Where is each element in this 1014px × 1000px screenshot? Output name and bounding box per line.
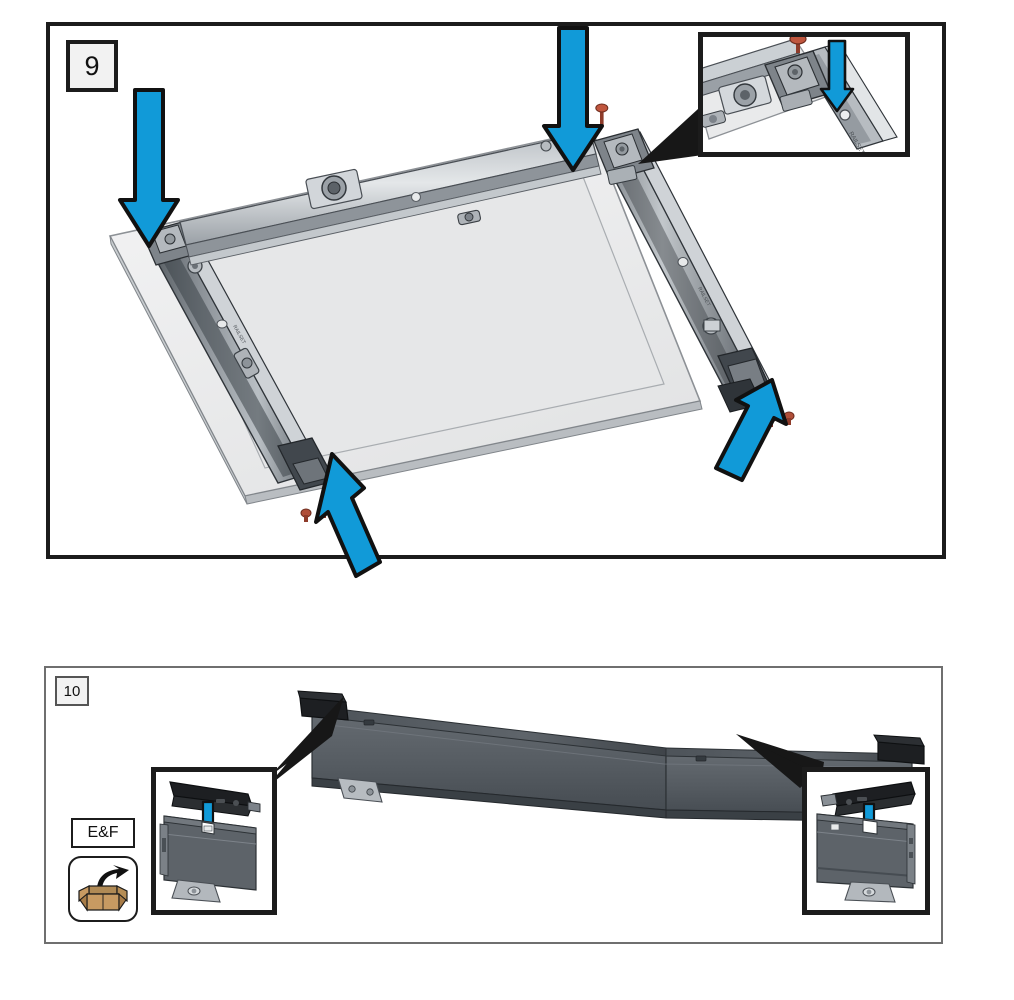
step-number-badge-9: 9: [66, 40, 118, 92]
callout-cone-left: [264, 692, 350, 790]
rail-hub: [305, 168, 363, 210]
detail-inset-corner-bracket: RAILSET: [698, 32, 910, 157]
cross-beam: [311, 705, 913, 823]
parts-bin-marker: E&F: [68, 818, 154, 922]
rail-clip: [457, 209, 481, 226]
step-panel-9: RAILSET: [46, 22, 946, 578]
inset-right-beam-end: [816, 813, 916, 889]
arrow-down-left: [118, 88, 180, 250]
endcap-right: [873, 734, 925, 765]
open-box-icon: [68, 856, 138, 922]
callout-cone-step-9: [634, 92, 724, 182]
right-slide-rail: RAILSET: [593, 128, 777, 413]
detail-inset-left-endcap: [151, 767, 277, 915]
detail-inset-right-endcap: [802, 767, 930, 915]
inset-left-foot: [171, 879, 221, 903]
step-number-badge-10: 10: [55, 676, 89, 706]
inset-left-beam-end: [159, 815, 257, 891]
rear-cross-rail: [179, 131, 602, 266]
arrow-down-right: [542, 26, 604, 174]
parts-bin-label: E&F: [71, 818, 135, 848]
step-9-illustration: RAILSET: [50, 26, 942, 555]
inset-right-foot: [844, 881, 896, 903]
screw-top-right: [595, 103, 609, 126]
arrow-up-right: [702, 376, 798, 516]
step-panel-10: E&F 10: [44, 666, 943, 944]
arrow-up-left: [308, 450, 400, 590]
mounting-foot-left: [337, 777, 383, 803]
